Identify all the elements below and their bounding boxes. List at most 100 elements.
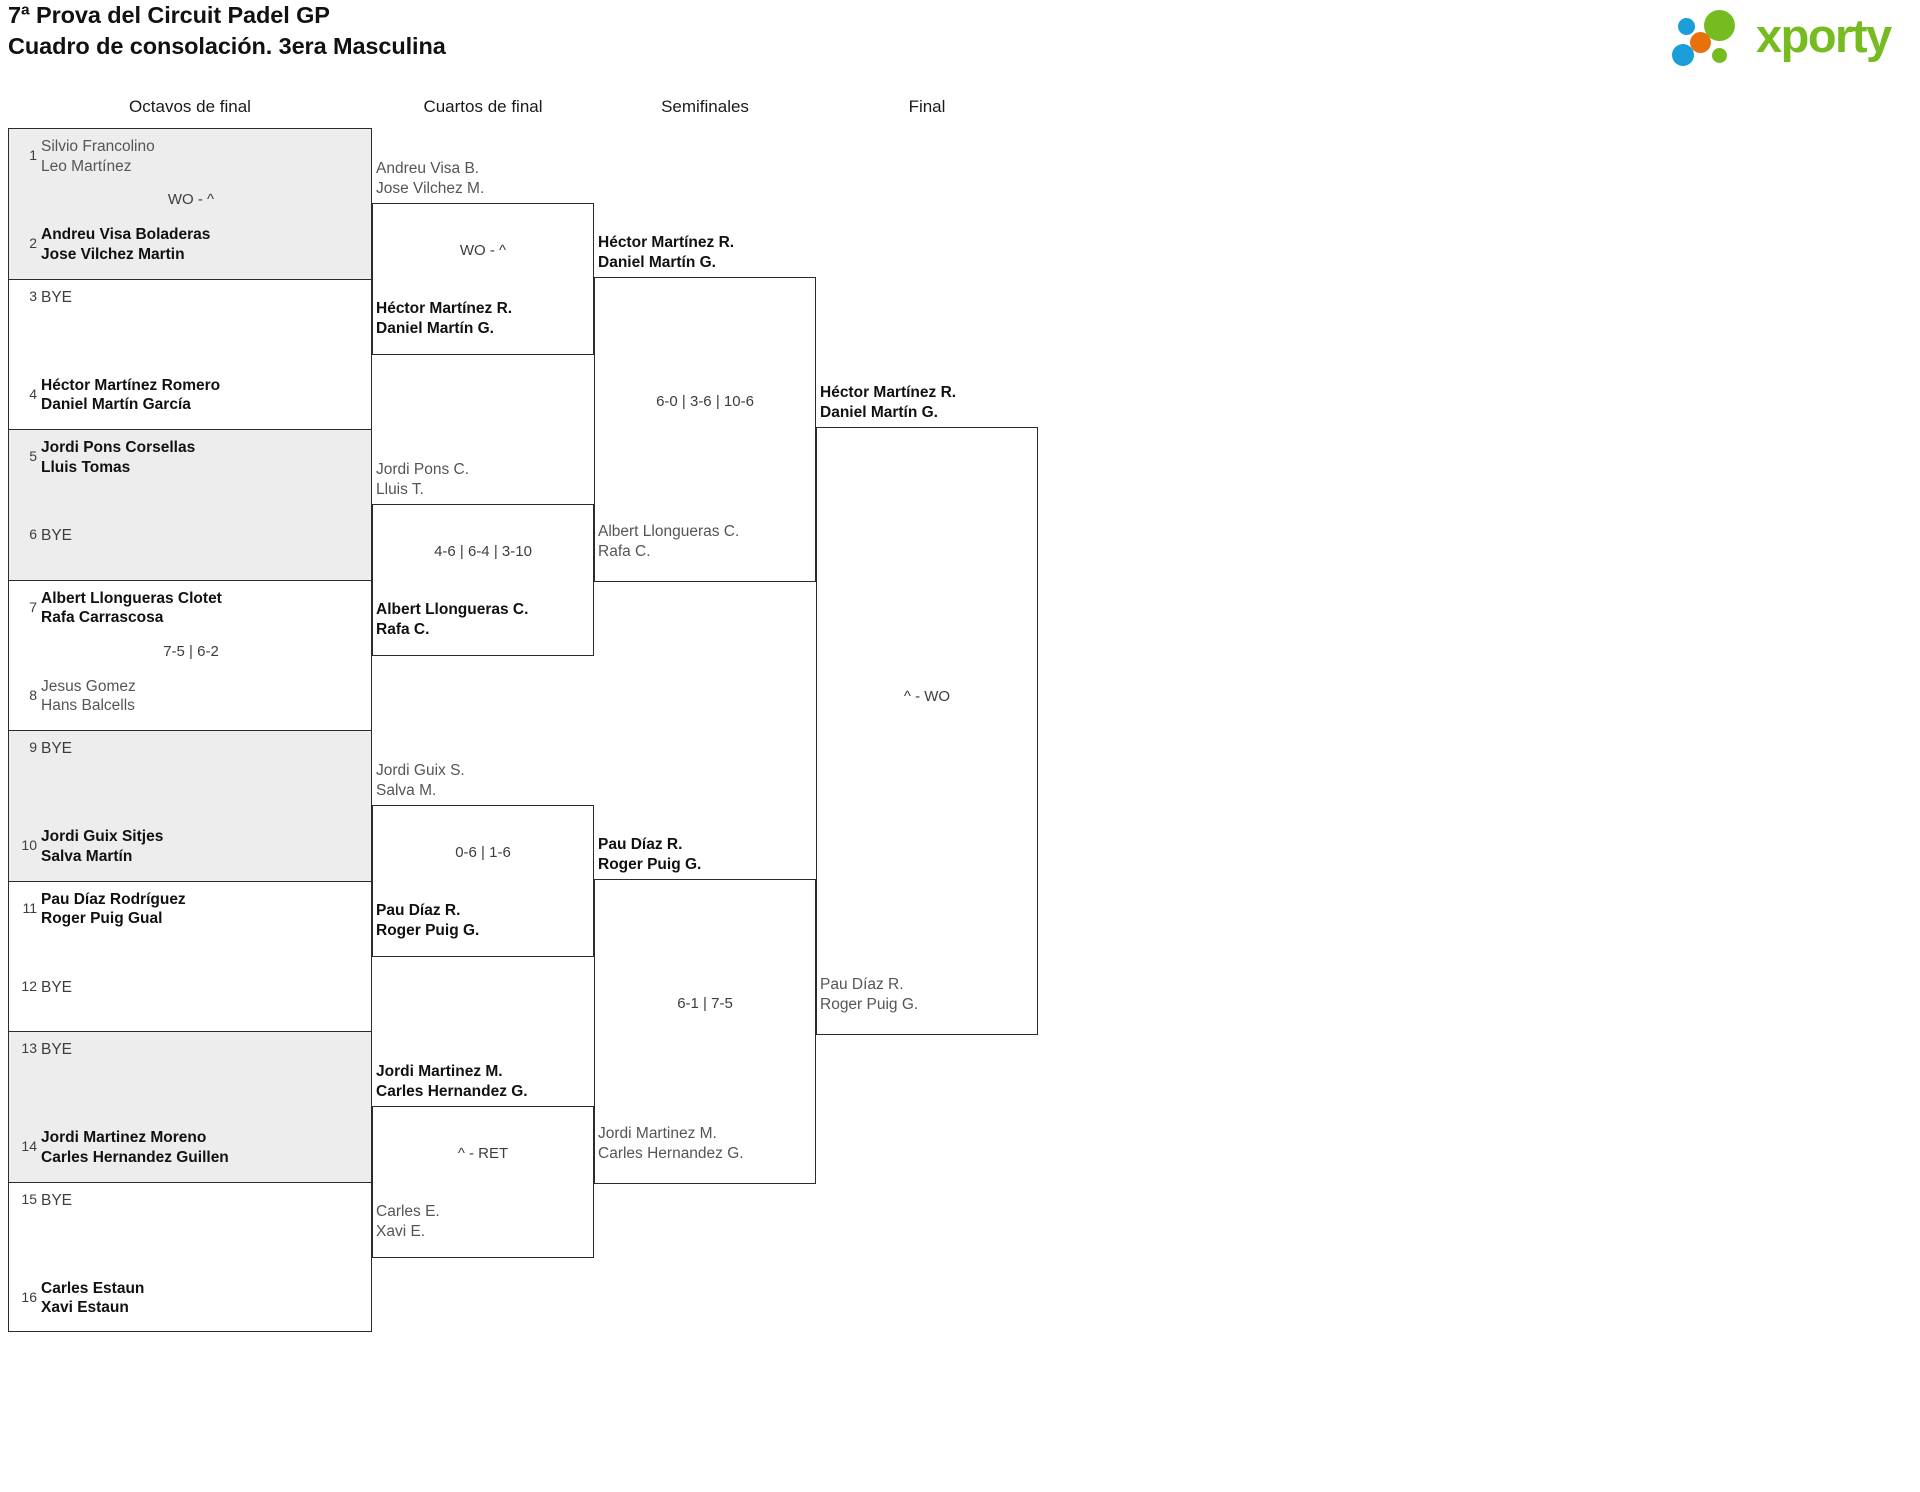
player-name: Andreu Visa B.: [376, 160, 480, 177]
player-name: Leo Martínez: [41, 157, 132, 175]
player-name: Jordi Martinez M.: [376, 1063, 503, 1080]
match-score: 6-1 | 7-5: [677, 995, 733, 1012]
player-name: Roger Puig G.: [598, 855, 702, 873]
bye-slot: BYE: [41, 1041, 73, 1058]
quarterfinal-team-bottom[interactable]: Carles E.Xavi E.: [376, 1202, 440, 1241]
seed-number: 4: [29, 385, 37, 402]
player-name: Hans Balcells: [41, 697, 135, 714]
quarterfinal-match-box[interactable]: ^ - RET: [372, 1106, 594, 1258]
round-header-cuartos: Cuartos de final: [423, 97, 543, 116]
match-score: 6-0 | 3-6 | 10-6: [656, 393, 754, 410]
player-name: Daniel Martín G.: [820, 403, 938, 421]
quarterfinal-team-bottom[interactable]: Albert Llongueras C.Rafa C.: [376, 600, 528, 639]
player-name: Jose Vilchez M.: [376, 179, 485, 197]
player-name: Daniel Martín G.: [598, 253, 716, 271]
player-name: Héctor Martínez R.: [820, 384, 957, 401]
logo-dots-icon: [1670, 8, 1756, 66]
seed-number: 12: [21, 977, 37, 994]
quarterfinal-team-bottom[interactable]: Pau Díaz R. Roger Puig G.: [376, 901, 479, 940]
player-name: Pau Díaz Rodríguez: [41, 890, 186, 908]
final-team-bottom[interactable]: Pau Díaz R.Roger Puig G.: [820, 975, 918, 1014]
player-name: Carles Hernandez G.: [376, 1082, 528, 1100]
quarterfinal-match-box[interactable]: 0-6 | 1-6: [372, 805, 594, 957]
player-name: Pau Díaz R.: [376, 902, 461, 919]
quarterfinal-team-top[interactable]: Jordi Pons C.Lluis T.: [376, 460, 469, 499]
player-name: Jose Vilchez Martin: [41, 245, 185, 263]
player-name: Jesus Gomez: [41, 677, 136, 695]
semifinal-team-top[interactable]: Pau Díaz R. Roger Puig G.: [598, 835, 701, 874]
round-header-semis: Semifinales: [661, 97, 749, 116]
quarterfinal-match-box[interactable]: 4-6 | 6-4 | 3-10: [372, 504, 594, 656]
player-name: Héctor Martínez Romero: [41, 376, 221, 394]
quarterfinal-team-bottom[interactable]: Héctor Martínez R.Daniel Martín G.: [376, 299, 512, 338]
player-name: Jordi Pons Corsellas: [41, 439, 196, 456]
logo-dot-green-small: [1712, 48, 1727, 63]
match-score: WO - ^: [459, 242, 507, 259]
player-name: Jordi Guix Sitjes: [41, 828, 164, 845]
player-name: Carles Hernandez G.: [598, 1144, 744, 1162]
player-name: Jordi Guix S.: [376, 762, 465, 779]
seed-number: 15: [21, 1190, 37, 1207]
quarterfinal-team-top[interactable]: Jordi Martinez M. Carles Hernandez G.: [376, 1062, 528, 1101]
semifinal-match-box[interactable]: 6-0 | 3-6 | 10-6: [594, 277, 816, 582]
final-team-top[interactable]: Héctor Martínez R. Daniel Martín G.: [820, 383, 956, 422]
player-name: Daniel Martín García: [41, 396, 191, 413]
player-name: Salva M.: [376, 781, 437, 799]
round-header-final: Final: [908, 97, 946, 116]
quarterfinal-team-top[interactable]: Jordi Guix S. Salva M.: [376, 761, 465, 800]
semifinal-team-bottom[interactable]: Jordi Martinez M.Carles Hernandez G.: [598, 1124, 744, 1163]
bye-slot: BYE: [41, 978, 73, 996]
seed-number: 5: [29, 448, 37, 464]
seed-number: 13: [21, 1040, 37, 1056]
seed-number: 6: [29, 526, 37, 542]
player-name: Roger Puig G.: [376, 921, 480, 939]
player-name: Albert Llongueras Clotet: [41, 589, 222, 607]
tournament-title: 7ª Prova del Circuit Padel GP: [8, 2, 330, 28]
semifinal-match-box[interactable]: 6-1 | 7-5: [594, 879, 816, 1184]
semifinal-team-top[interactable]: Héctor Martínez R.Daniel Martín G.: [598, 233, 734, 272]
seed-number: 14: [21, 1138, 37, 1154]
match-score: ^ - WO: [903, 688, 951, 705]
match-score: 4-6 | 6-4 | 3-10: [434, 543, 532, 560]
logo-dot-blue-top: [1678, 18, 1695, 35]
bracket-subtitle: Cuadro de consolación. 3era Masculina: [8, 33, 446, 59]
player-name: Lluis Tomas: [41, 458, 131, 476]
seed-number: 3: [29, 287, 37, 304]
quarterfinal-match-box[interactable]: WO - ^: [372, 203, 594, 355]
seed-number: 11: [22, 899, 37, 916]
round-header-octavos: Octavos de final: [129, 97, 251, 116]
seed-number: 16: [21, 1288, 37, 1305]
match-score: ^ - RET: [457, 1145, 509, 1162]
quarterfinal-team-top[interactable]: Andreu Visa B. Jose Vilchez M.: [376, 159, 484, 198]
bye-slot: BYE: [41, 740, 73, 757]
seed-number: 9: [29, 739, 37, 755]
player-name: Pau Díaz R.: [598, 836, 683, 853]
player-name: Carles E.: [376, 1203, 440, 1220]
semifinal-team-bottom[interactable]: Albert Llongueras C.Rafa C.: [598, 522, 739, 561]
seed-number: 7: [29, 598, 37, 615]
bye-slot: BYE: [41, 288, 73, 306]
player-name: Jordi Martinez Moreno: [41, 1129, 207, 1146]
player-name: Jordi Pons C.: [376, 461, 470, 478]
final-match-box[interactable]: ^ - WO: [816, 427, 1038, 1035]
